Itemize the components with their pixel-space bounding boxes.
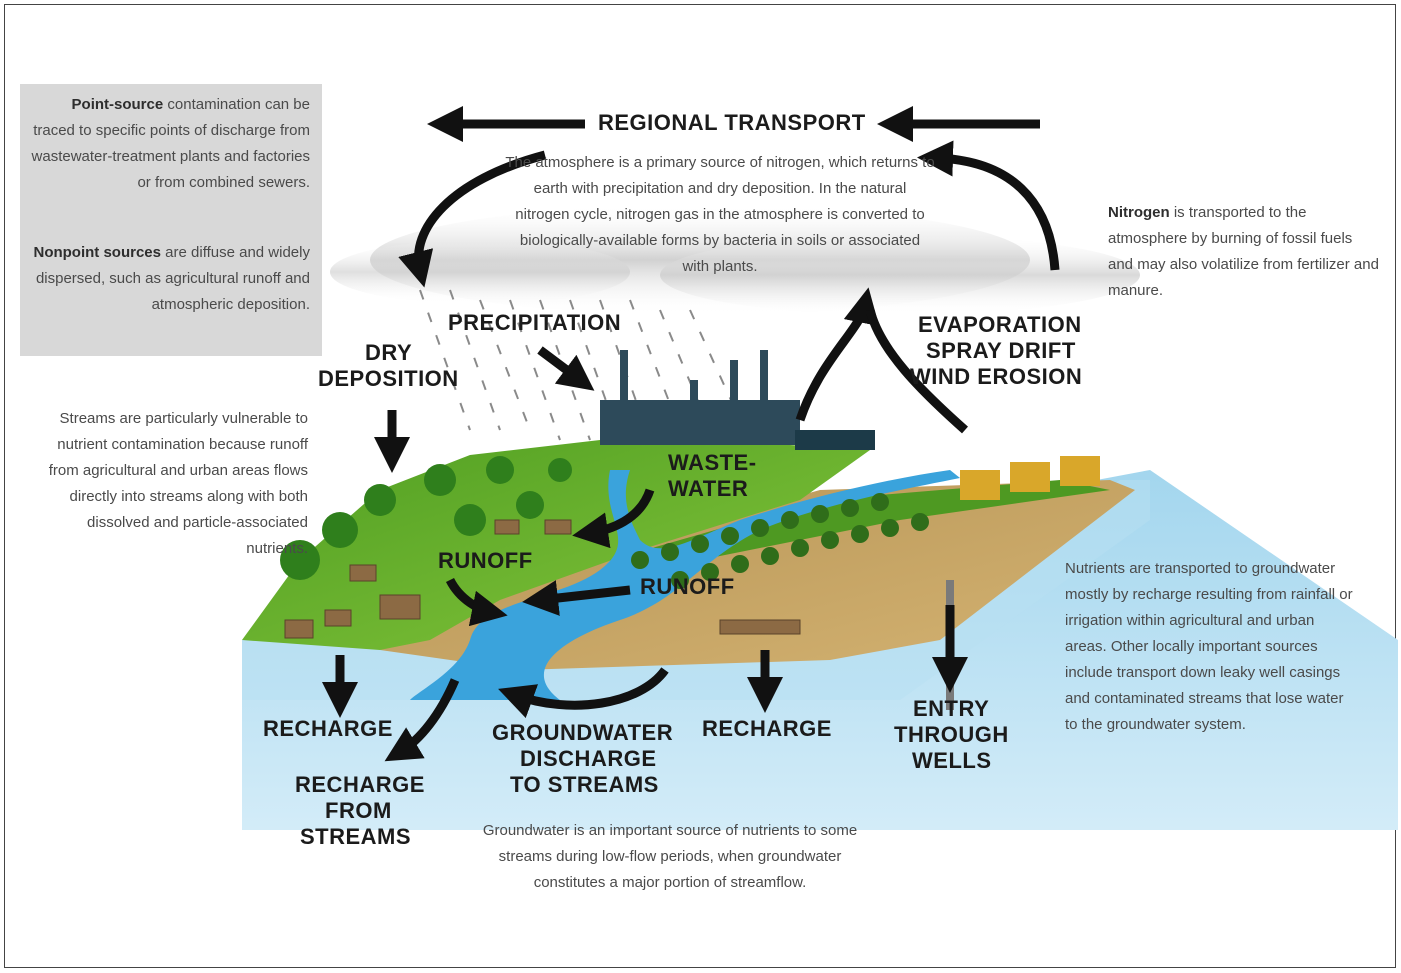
- label-recharge-from-streams-line2: FROM: [325, 798, 392, 823]
- streams-note: Streams are particularly vulnerable to n…: [48, 410, 308, 557]
- label-spray-drift: SPRAY DRIFT: [926, 338, 1076, 363]
- label-gw-discharge-line1: GROUNDWATER: [492, 720, 674, 745]
- label-runoff-right: RUNOFF: [640, 574, 735, 599]
- point-source-note: Point-source contamination can be traced…: [30, 92, 310, 196]
- label-wastewater-line2: WATER: [668, 476, 749, 501]
- nonpoint-source-heading: Nonpoint sources: [33, 244, 161, 261]
- landscape-block: [242, 350, 1398, 830]
- label-recharge-right: RECHARGE: [702, 716, 832, 741]
- label-evaporation: EVAPORATION: [918, 312, 1082, 337]
- nitrogen-heading: Nitrogen: [1108, 204, 1170, 221]
- label-wind-erosion: WIND EROSION: [910, 364, 1083, 389]
- source-types-note-box: [20, 84, 322, 356]
- label-runoff-left: RUNOFF: [438, 548, 533, 573]
- nonpoint-source-text: are diffuse and widely dispersed, such a…: [35, 244, 310, 313]
- atmosphere-note: The atmosphere is a primary source of ni…: [505, 154, 935, 275]
- label-dry-deposition-line1: DRY: [365, 340, 413, 365]
- label-recharge-left: RECHARGE: [263, 716, 393, 741]
- point-source-heading: Point-source: [71, 96, 164, 113]
- diagram-frame: [4, 4, 1396, 968]
- label-entry-line2: THROUGH: [894, 722, 1009, 747]
- label-entry-line3: WELLS: [912, 748, 992, 773]
- process-arrows: [322, 106, 1060, 762]
- nitrogen-text: is transported to the atmosphere by burn…: [1108, 204, 1379, 299]
- point-source-text: contamination can be traced to specific …: [31, 96, 310, 191]
- label-wastewater-line1: WASTE-: [668, 450, 757, 475]
- nonpoint-source-note: Nonpoint sources are diffuse and widely …: [30, 240, 310, 318]
- label-entry-line1: ENTRY: [913, 696, 990, 721]
- nutrients-note: Nutrients are transported to groundwater…: [1065, 560, 1353, 733]
- label-gw-discharge-line2: DISCHARGE: [520, 746, 657, 771]
- label-recharge-from-streams-line3: STREAMS: [300, 824, 412, 849]
- factory: [600, 350, 875, 450]
- label-regional-transport: REGIONAL TRANSPORT: [598, 110, 866, 135]
- label-dry-deposition-line2: DEPOSITION: [318, 366, 459, 391]
- groundwater-note: Groundwater is an important source of nu…: [482, 822, 858, 891]
- label-recharge-from-streams-line1: RECHARGE: [295, 772, 425, 797]
- nitrogen-note: Nitrogen is transported to the atmospher…: [1108, 200, 1380, 304]
- label-gw-discharge-line3: TO STREAMS: [510, 772, 659, 797]
- label-precipitation: PRECIPITATION: [448, 310, 622, 335]
